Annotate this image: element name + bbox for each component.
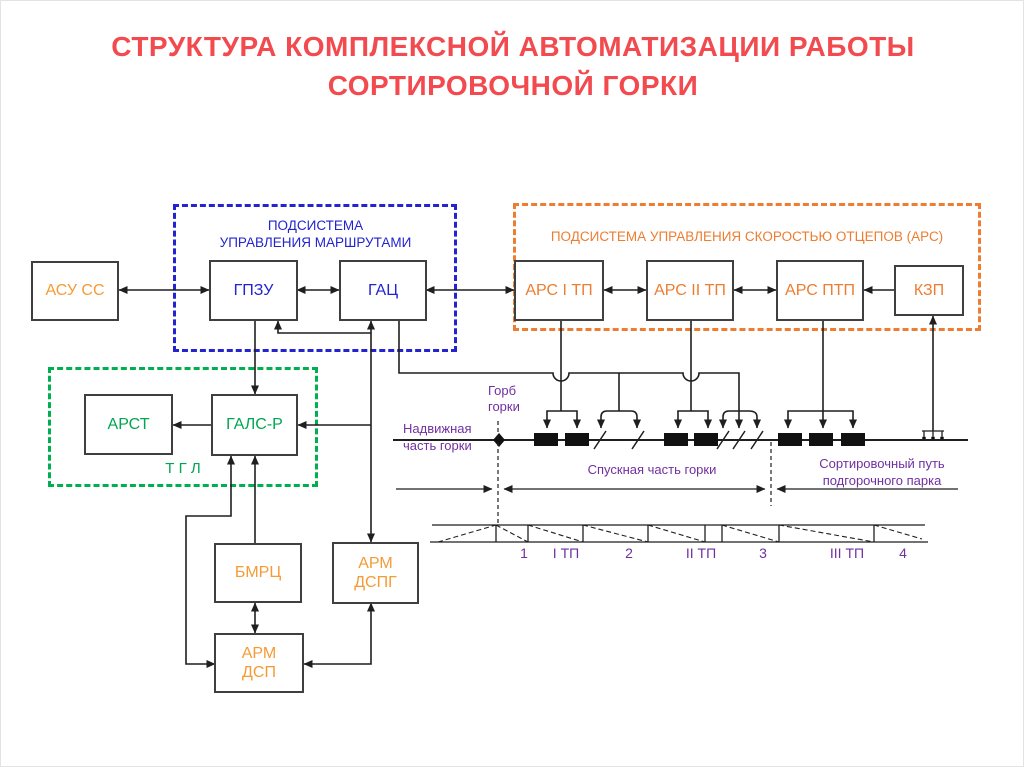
block-gac: ГАЦ xyxy=(339,260,427,321)
ars2tp-bracket xyxy=(674,410,712,429)
label-hump-crest: Горб горки xyxy=(488,383,520,414)
kzp-sensor-dot xyxy=(940,436,944,440)
block-arm-dsp: АРМ ДСП xyxy=(214,633,304,693)
profile-baselines xyxy=(430,524,928,543)
retarder xyxy=(778,433,802,446)
gac-bracket1 xyxy=(597,410,641,429)
block-bmrc: БМРЦ xyxy=(214,543,302,603)
block-ars-2tp: АРС II ТП xyxy=(646,260,734,321)
kzp-sensor-bracket xyxy=(922,430,944,436)
switch-marks xyxy=(593,430,764,450)
profile-label-1: 1 xyxy=(520,545,528,561)
label-push-zone: Надвижная часть горки xyxy=(403,421,472,453)
profile-label-2tp: II ТП xyxy=(685,545,717,561)
block-gpzu: ГПЗУ xyxy=(209,260,298,321)
retarder xyxy=(809,433,833,446)
block-arm-dspg: АРМ ДСПГ xyxy=(332,542,419,604)
retarder xyxy=(565,433,589,446)
block-asu-ss: АСУ СС xyxy=(31,261,119,321)
retarder xyxy=(841,433,865,446)
block-gals-r: ГАЛС-Р xyxy=(211,394,298,456)
arsptp-bracket xyxy=(784,410,857,429)
link-armdspg-armdsp xyxy=(303,602,375,668)
routes-subsystem-label-line2: УПРАВЛЕНИЯ МАРШРУТАМИ xyxy=(219,235,412,250)
profile-label-4: 4 xyxy=(899,545,907,561)
kzp-sensor-dot xyxy=(931,436,935,440)
block-ars-1tp: АРС I ТП xyxy=(514,260,604,321)
tgl-label: Т Г Л xyxy=(165,460,201,477)
profile-label-3: 3 xyxy=(759,545,767,561)
profile-label-3tp: III ТП xyxy=(829,545,865,561)
routes-subsystem-container xyxy=(173,204,457,352)
block-arst: АРСТ xyxy=(84,394,173,455)
retarder xyxy=(664,433,688,446)
profile-dividers xyxy=(495,525,875,542)
hump-crest-point xyxy=(493,433,505,447)
routes-subsystem-label-line1: ПОДСИСТЕМА xyxy=(267,218,364,233)
block-ars-ptp: АРС ПТП xyxy=(776,260,864,321)
gac-bracket2 xyxy=(719,410,761,429)
ars1tp-bracket xyxy=(543,410,581,429)
label-sorting-track: Сортировочный путь подгорочного парка xyxy=(819,456,945,488)
routes-subsystem-label: ПОДСИСТЕМА УПРАВЛЕНИЯ МАРШРУТАМИ xyxy=(188,217,443,251)
profile-gradients xyxy=(437,524,923,543)
label-descent-zone: Спускная часть горки xyxy=(587,462,717,477)
profile-label-2: 2 xyxy=(625,545,633,561)
retarder xyxy=(694,433,718,446)
page-title: СТРУКТУРА КОМПЛЕКСНОЙ АВТОМАТИЗАЦИИ РАБО… xyxy=(111,31,915,101)
block-kzp: КЗП xyxy=(894,265,964,316)
tgl-subsystem-container xyxy=(48,367,318,487)
profile-label-1tp: I ТП xyxy=(552,545,580,561)
retarder xyxy=(534,433,558,446)
kzp-sensor-dot xyxy=(922,436,926,440)
speed-subsystem-label: ПОДСИСТЕМА УПРАВЛЕНИЯ СКОРОСТЬЮ ОТЦЕПОВ … xyxy=(550,229,944,244)
